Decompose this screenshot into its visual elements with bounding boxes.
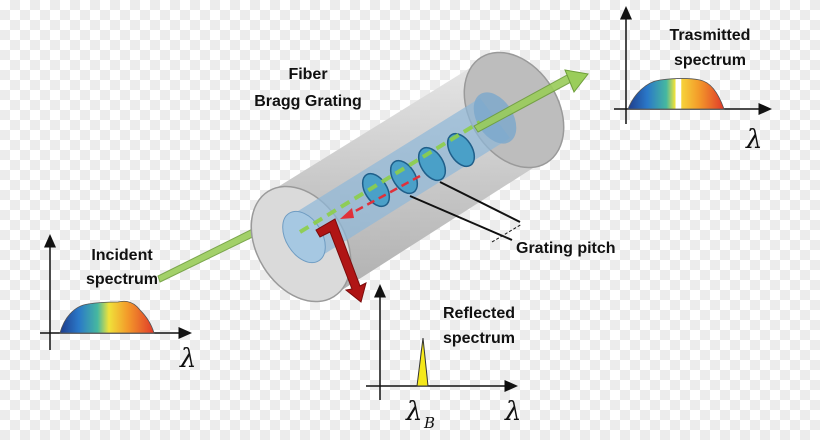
inner-reflected-path	[349, 174, 421, 216]
incident-spectrum-plot	[40, 234, 192, 350]
transmitted-spectrum-plot	[614, 6, 772, 124]
incident-label-line2: spectrum	[86, 271, 158, 288]
grating-disk	[389, 159, 419, 195]
reflected-spectrum-plot	[366, 284, 518, 400]
transmitted-beam	[473, 69, 589, 133]
incident-spectrum-curve	[59, 300, 155, 334]
fiber-label-line2: Bragg Grating	[254, 93, 362, 110]
reflected-peak	[416, 337, 429, 387]
inner-reflected-arrowhead	[340, 208, 354, 219]
fiber-label-line1: Fiber	[288, 66, 327, 83]
grating-pitch-pointer	[409, 181, 523, 243]
grating-disk	[446, 132, 476, 168]
reflected-label-line1: Reflected	[443, 305, 515, 322]
grating-pitch-label: Grating pitch	[516, 240, 616, 257]
reflected-beam	[315, 218, 367, 303]
lambda-b-subscript: B	[423, 414, 435, 432]
incident-label-line1: Incident	[91, 247, 153, 264]
transmitted-lambda-label: λ	[745, 125, 762, 155]
transmitted-spectrum-curve	[627, 78, 725, 110]
reflected-label-line2: spectrum	[443, 330, 515, 347]
transmitted-label-line2: spectrum	[674, 52, 746, 69]
incident-lambda-label: λ	[179, 344, 196, 374]
grating-disks	[361, 132, 476, 208]
transmitted-label-line1: Trasmitted	[670, 27, 751, 44]
reflected-lambda-label: λ	[504, 397, 521, 427]
lambda-b-label: λ	[405, 397, 422, 427]
inner-transmitted-path	[298, 120, 482, 234]
